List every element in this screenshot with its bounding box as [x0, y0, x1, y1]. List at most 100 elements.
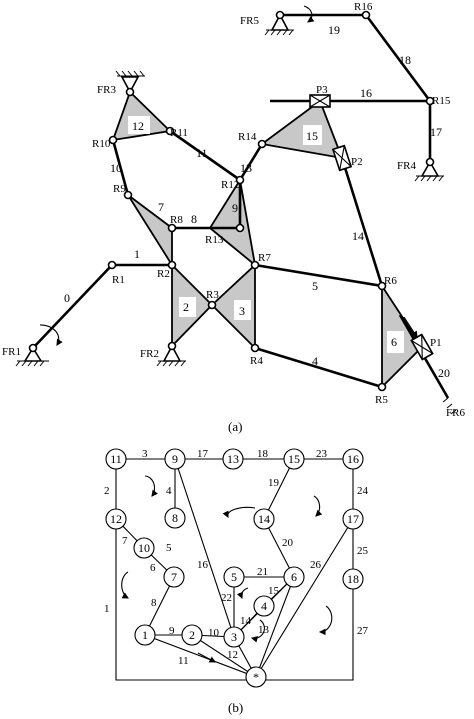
edge-label: 23	[316, 448, 328, 460]
label-r2: R2	[157, 268, 170, 280]
label-r16: R16	[354, 1, 373, 13]
label-p3: P3	[316, 84, 328, 96]
link-num: 20	[438, 366, 450, 380]
link-num: 9	[232, 201, 238, 215]
link-num: 19	[328, 23, 340, 37]
link-num: 13	[240, 161, 252, 175]
link-5	[254, 263, 383, 288]
graph-nodes	[105, 448, 364, 688]
link-num: 5	[312, 279, 318, 293]
link-num: 6	[391, 335, 397, 349]
support-fr3	[120, 76, 140, 94]
node-label: 5	[231, 570, 237, 584]
label-box	[387, 331, 404, 353]
edge-label: 12	[227, 649, 238, 661]
edge-label: 8	[151, 597, 157, 609]
label-r8: R8	[170, 214, 183, 226]
support-fr4	[420, 160, 440, 177]
link-num: 3	[239, 304, 245, 318]
edge-label: 1	[104, 603, 110, 615]
label-r4: R4	[250, 355, 263, 367]
link-num: 7	[158, 200, 164, 214]
graph-diagram-b: 1 2 3 4 5 6 7 8 9 10 11 12 13 14 15 16 1…	[104, 448, 369, 715]
label-r6: R6	[384, 275, 397, 287]
edge-label: 4	[166, 485, 172, 497]
link-0	[32, 264, 113, 349]
label-p1: P1	[430, 337, 442, 349]
label-r12: R12	[221, 179, 239, 191]
edge-label: 5	[166, 542, 172, 554]
link-num: 15	[306, 129, 318, 143]
node-label: 2	[189, 628, 195, 642]
node-label: 16	[347, 452, 359, 466]
link-11	[169, 129, 241, 182]
label-box	[128, 116, 150, 134]
edge-label: 6	[150, 562, 156, 574]
node-label: 13	[227, 452, 239, 466]
label-r14: R14	[238, 131, 257, 143]
link-18	[364, 14, 432, 102]
edge-label: 22	[221, 592, 232, 604]
joint-labels: R1 R2 R3 R4 R5 R6 R7 R8 R9 R10 R11 R12 R…	[92, 1, 451, 406]
label-fr6: FR6	[446, 407, 465, 419]
revolute-joints	[28, 10, 435, 392]
node-label: 7	[171, 570, 177, 584]
edge-label: 11	[178, 655, 189, 667]
label-box	[179, 297, 196, 317]
output-rotation-arrow	[303, 5, 315, 23]
label-r3: R3	[206, 289, 219, 301]
link-num: 4	[312, 354, 318, 368]
label-r10: R10	[92, 138, 111, 150]
link-num: 18	[399, 53, 411, 67]
edge-label: 27	[357, 625, 369, 637]
link-num: 1	[134, 247, 140, 261]
link-3-triangle	[210, 262, 256, 351]
node-label: *	[253, 670, 259, 684]
p1-slide-arrow	[403, 316, 418, 338]
link-num: 14	[352, 229, 364, 243]
edge-label: 21	[257, 566, 268, 578]
support-fr1	[23, 346, 43, 362]
link-num: 10	[110, 161, 122, 175]
link-num: 0	[64, 291, 70, 305]
label-fr3: FR3	[97, 84, 116, 96]
node-label: 4	[261, 599, 267, 613]
node-label: 12	[110, 512, 122, 526]
label-p2: P2	[351, 156, 363, 168]
link-15-triangle	[259, 99, 344, 160]
link-14	[340, 157, 384, 287]
node-label: 15	[288, 452, 300, 466]
label-r7: R7	[258, 252, 271, 264]
edge-label: 7	[122, 535, 128, 547]
input-rotation-arrow	[39, 324, 63, 346]
ground-hatch	[15, 29, 457, 415]
edge-label: 20	[282, 537, 294, 549]
edge-label: 17	[197, 448, 209, 460]
edge-label: 18	[257, 448, 269, 460]
node-label: 8	[172, 511, 178, 525]
mechanism-diagram-a: FR1 FR2 FR3 FR4 FR5 FR6 R1 R2 R3 R4 R5 R…	[2, 1, 465, 434]
edge-label: 25	[357, 545, 369, 557]
node-label: 3	[231, 630, 237, 644]
link-9-triangle	[208, 177, 257, 268]
label-fr4: FR4	[397, 160, 416, 172]
link-num: 16	[360, 86, 372, 100]
label-r13: R13	[205, 234, 224, 246]
label-fr5: FR5	[240, 15, 259, 27]
link-7-triangle	[127, 194, 173, 269]
edge-label: 26	[310, 559, 322, 571]
link-number-labels: 0 1 2 3 4 5 6 7 8 9 10 11 12 13 14 15 16…	[64, 23, 450, 380]
link-13	[238, 143, 264, 181]
node-label: 11	[110, 452, 122, 466]
edge-label: 3	[142, 448, 148, 460]
node-label: 6	[291, 570, 297, 584]
edge-label: 16	[197, 559, 209, 571]
loop-arrows	[121, 475, 333, 663]
node-label: 10	[138, 541, 150, 555]
node-label: 1	[142, 628, 148, 642]
label-box	[234, 300, 251, 320]
node-label: 9	[172, 452, 178, 466]
support-fr2	[162, 344, 182, 362]
link-num: 2	[183, 300, 189, 314]
